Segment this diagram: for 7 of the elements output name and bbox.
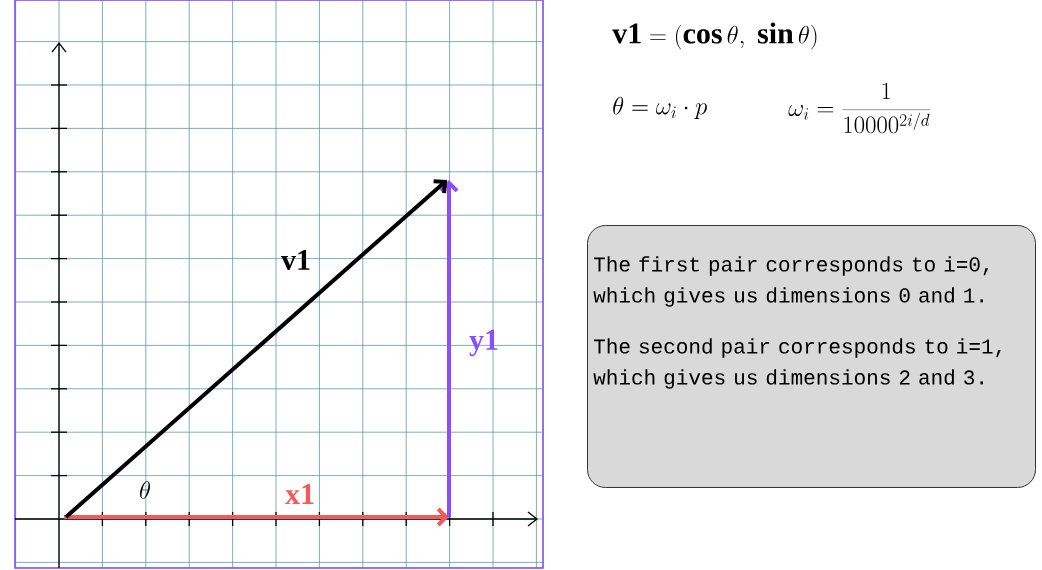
vector-label: v1 — [281, 249, 310, 271]
formula: $\theta = \omega_i \cdot p$ — [613, 96, 707, 119]
text-box: The first pair corresponds to i=0, which gives us dimensions 0 and 1. The second pair corresponds to i=1, which gives us dimensions 2 and 3. — [587, 225, 1036, 488]
formula: $\mathbf{v1} = (\mathbf{cos}\,\theta,\ \mathbf{sin}\,\theta)$ — [612, 22, 817, 50]
angle-label: $\theta$ — [140, 481, 150, 499]
formula: $\omega_i = \frac{1}{10000^{2i/d}}$ — [788, 82, 930, 134]
vector-label: x1 — [285, 484, 314, 504]
